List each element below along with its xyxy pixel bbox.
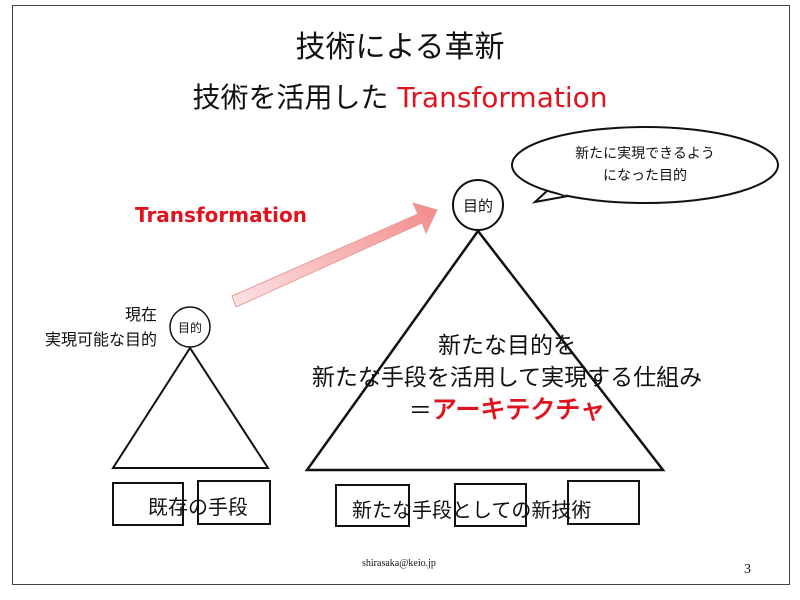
new-means-label: 新たな手段としての新技術 bbox=[352, 498, 592, 522]
slide-frame bbox=[12, 5, 790, 585]
footer-email: shirasaka@keio.jp bbox=[362, 558, 436, 569]
new-goal-label: 目的 bbox=[462, 197, 494, 215]
architecture-line-1: 新たな目的を bbox=[438, 333, 576, 359]
current-goal-circle-label: 目的 bbox=[177, 321, 203, 335]
current-goal-label: 現在 実現可能な目的 bbox=[45, 302, 157, 352]
transformation-arrow bbox=[231, 202, 438, 308]
architecture-text: 新たな目的を 新たな手段を活用して実現する仕組み ＝アーキテクチャ bbox=[312, 330, 702, 427]
equals-sign: ＝ bbox=[408, 398, 432, 424]
current-label-line-1: 現在 bbox=[124, 305, 157, 324]
slide-subtitle: 技術を活用した Transformation bbox=[193, 76, 608, 116]
slide-title: 技術による革新 bbox=[295, 30, 505, 65]
speech-line-1: 新たに実現できるよう bbox=[575, 146, 715, 162]
page-number: 3 bbox=[744, 562, 751, 577]
speech-line-2: になった目的 bbox=[602, 168, 687, 184]
subtitle-prefix: 技術を活用した bbox=[192, 81, 398, 114]
speech-bubble-text: 新たに実現できるよう になった目的 bbox=[575, 143, 715, 187]
subtitle-highlight: Transformation bbox=[397, 81, 608, 114]
architecture-triangle bbox=[304, 228, 666, 472]
transformation-label: Transformation bbox=[135, 203, 307, 227]
speech-bubble bbox=[511, 126, 779, 204]
current-triangle bbox=[111, 346, 270, 469]
architecture-line-2: 新たな手段を活用して実現する仕組み bbox=[311, 365, 703, 391]
existing-means-label: 既存の手段 bbox=[148, 495, 248, 519]
architecture-highlight: アーキテクチャ bbox=[431, 395, 606, 424]
means-boxes bbox=[112, 480, 640, 527]
current-label-line-2: 実現可能な目的 bbox=[44, 330, 157, 349]
architecture-line-3: ＝アーキテクチャ bbox=[312, 394, 702, 427]
